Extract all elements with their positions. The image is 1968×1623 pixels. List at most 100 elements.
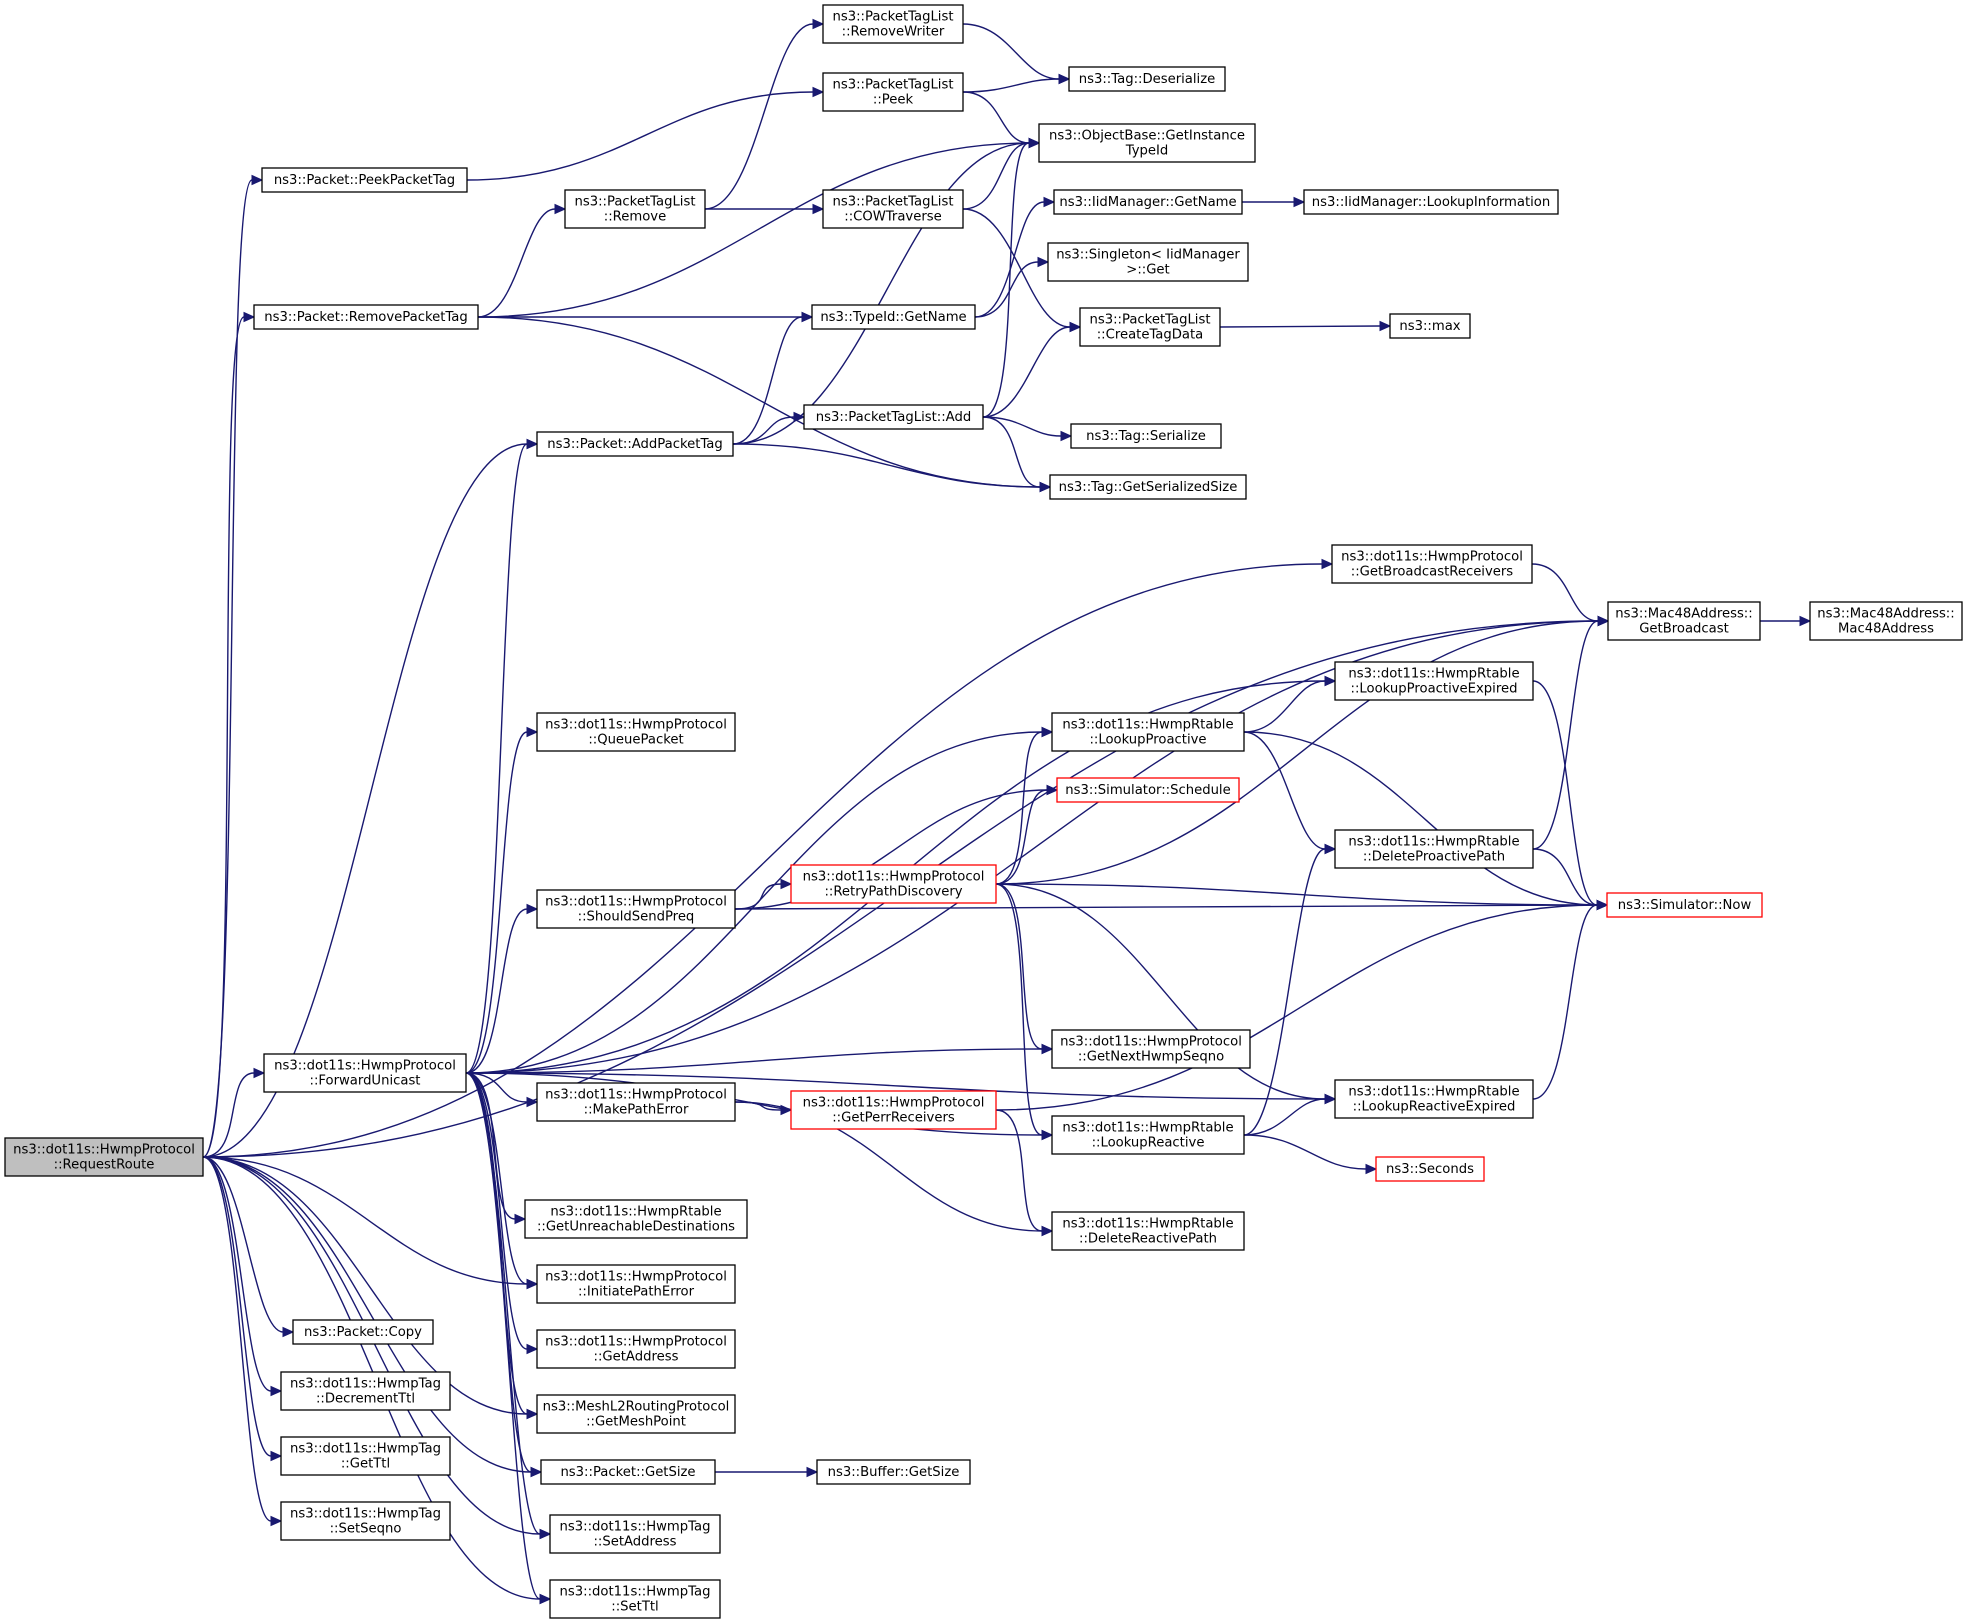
edge-line [962, 78, 1060, 93]
node-box [1051, 1115, 1245, 1155]
edge-line [1243, 731, 1598, 906]
edge-arrowhead [526, 1278, 539, 1290]
node-max[interactable]: ns3::max [1389, 313, 1471, 339]
node-label-line: ns3::dot11s::HwmpRtable [1348, 667, 1519, 682]
edge-arrowhead [251, 174, 264, 186]
node-schedule[interactable]: ns3::Simulator::Schedule [1056, 777, 1240, 803]
node-seconds[interactable]: ns3::Seconds [1375, 1156, 1485, 1182]
node-getAddress[interactable]: ns3::dot11s::HwmpProtocol::GetAddress [536, 1329, 736, 1369]
node-removeWriter[interactable]: ns3::PacketTagList::RemoveWriter [822, 4, 964, 44]
node-retryPathDiscovery[interactable]: ns3::dot11s::HwmpProtocol::RetryPathDisc… [790, 864, 997, 904]
node-box [1053, 189, 1243, 215]
node-tagDeserialize[interactable]: ns3::Tag::Deserialize [1068, 66, 1226, 92]
node-cowTraverse[interactable]: ns3::PacketTagList::COWTraverse [822, 189, 964, 229]
node-peek[interactable]: ns3::PacketTagList::Peek [822, 72, 964, 112]
node-setAddress[interactable]: ns3::dot11s::HwmpTag::SetAddress [549, 1514, 721, 1554]
node-getBroadcast[interactable]: ns3::Mac48Address::GetBroadcast [1607, 601, 1761, 641]
edge-arrowhead [1060, 430, 1073, 442]
node-label-line: ::RequestRoute [54, 1158, 155, 1173]
node-bufferGetSize[interactable]: ns3::Buffer::GetSize [816, 1459, 971, 1485]
node-removePacketTag[interactable]: ns3::Packet::RemovePacketTag [253, 304, 479, 330]
node-singletonGet[interactable]: ns3::Singleton< IidManager >::Get [1047, 242, 1249, 282]
node-box [1331, 544, 1533, 584]
node-box [803, 404, 984, 430]
edge-arrowhead [1321, 558, 1334, 570]
node-makePathError[interactable]: ns3::dot11s::HwmpProtocol::MakePathError [536, 1082, 736, 1122]
node-label-line: ns3::max [1399, 319, 1460, 334]
edge-line [1532, 620, 1599, 850]
node-box [564, 189, 706, 229]
node-box [1049, 474, 1247, 500]
node-box [280, 1371, 451, 1411]
node-mac48Address[interactable]: ns3::Mac48Address::Mac48Address [1809, 601, 1963, 641]
edge-lookupProactive-to-now [1243, 731, 1609, 911]
node-getBroadcastReceivers[interactable]: ns3::dot11s::HwmpProtocol::GetBroadcastR… [1331, 544, 1533, 584]
node-tagGetSerializedSize[interactable]: ns3::Tag::GetSerializedSize [1049, 474, 1247, 500]
node-label-line: ns3::Seconds [1386, 1162, 1474, 1177]
node-typeIdGetName[interactable]: ns3::TypeId::GetName [811, 304, 976, 330]
node-iidGetName[interactable]: ns3::IidManager::GetName [1053, 189, 1243, 215]
node-tagListAdd[interactable]: ns3::PacketTagList::Add [803, 404, 984, 430]
node-initiatePathError[interactable]: ns3::dot11s::HwmpProtocol::InitiatePathE… [536, 1264, 736, 1304]
node-label-line: ::GetPerrReceivers [832, 1111, 955, 1126]
node-label-line: ns3::Packet::GetSize [560, 1465, 695, 1480]
node-lookupInformation[interactable]: ns3::IidManager::LookupInformation [1303, 189, 1559, 215]
node-peekPacketTag[interactable]: ns3::Packet::PeekPacketTag [261, 167, 468, 193]
edge-arrowhead [526, 903, 539, 915]
edge-line [1243, 1134, 1367, 1170]
edge-line [962, 23, 1060, 80]
node-now[interactable]: ns3::Simulator::Now [1606, 892, 1763, 918]
edge-line [732, 416, 795, 445]
edge-tagListAdd-to-tagSerialize [982, 416, 1073, 442]
node-box [536, 431, 734, 457]
node-getNextHwmpSeqno[interactable]: ns3::dot11s::HwmpProtocol::GetNextHwmpSe… [1051, 1029, 1251, 1069]
node-lookupReactiveExpired[interactable]: ns3::dot11s::HwmpRtable::LookupReactiveE… [1334, 1079, 1534, 1119]
node-box [790, 1090, 997, 1130]
node-label-line: ::COWTraverse [844, 210, 941, 225]
node-box [1038, 123, 1256, 163]
node-label-line: ::RetryPathDiscovery [824, 885, 962, 900]
node-getTtl[interactable]: ns3::dot11s::HwmpTag::GetTtl [280, 1436, 451, 1476]
node-label-line: ns3::Tag::Deserialize [1079, 72, 1216, 87]
node-getMeshPoint[interactable]: ns3::MeshL2RoutingProtocol::GetMeshPoint [536, 1394, 736, 1434]
node-label-line: ns3::dot11s::HwmpRtable [1348, 1085, 1519, 1100]
node-tagSerialize[interactable]: ns3::Tag::Serialize [1070, 423, 1222, 449]
node-tagListRemove[interactable]: ns3::PacketTagList::Remove [564, 189, 706, 229]
node-deleteReactivePath[interactable]: ns3::dot11s::HwmpRtable::DeleteReactiveP… [1051, 1211, 1245, 1251]
node-deleteProactivePath[interactable]: ns3::dot11s::HwmpRtable::DeleteProactive… [1334, 829, 1534, 869]
edge-line [202, 443, 528, 1158]
node-label-line: TypeId [1125, 144, 1169, 159]
edge-arrowhead [270, 1385, 283, 1397]
node-decrementTtl[interactable]: ns3::dot11s::HwmpTag::DecrementTtl [280, 1371, 451, 1411]
node-label-line: >::Get [1126, 263, 1169, 278]
node-getPerrReceivers[interactable]: ns3::dot11s::HwmpProtocol::GetPerrReceiv… [790, 1090, 997, 1130]
edge-shouldSendPreq-to-retryPathDiscovery [734, 878, 793, 910]
node-getUnreachable[interactable]: ns3::dot11s::HwmpRtable::GetUnreachableD… [524, 1199, 748, 1239]
node-copy[interactable]: ns3::Packet::Copy [292, 1319, 434, 1345]
node-label-line: ns3::dot11s::HwmpRtable [1062, 1121, 1233, 1136]
edge-tagListRemove-to-cowTraverse [705, 203, 825, 215]
node-lookupReactive[interactable]: ns3::dot11s::HwmpRtable::LookupReactive [1051, 1115, 1245, 1155]
edge-root-to-getBroadcastReceivers [202, 558, 1334, 1158]
edge-line [202, 1156, 272, 1392]
node-setSeqno[interactable]: ns3::dot11s::HwmpTag::SetSeqno [280, 1501, 451, 1541]
node-createTagData[interactable]: ns3::PacketTagList::CreateTagData [1079, 307, 1221, 347]
edge-arrowhead [253, 1067, 266, 1079]
node-shouldSendPreq[interactable]: ns3::dot11s::HwmpProtocol::ShouldSendPre… [536, 889, 736, 929]
node-queuePacket[interactable]: ns3::dot11s::HwmpProtocol::QueuePacket [536, 712, 736, 752]
edge-tagListAdd-to-tagGetSerializedSize [982, 416, 1052, 493]
edge-arrowhead [1379, 320, 1392, 332]
edge-line [202, 1156, 528, 1285]
node-packetGetSize[interactable]: ns3::Packet::GetSize [540, 1459, 716, 1485]
node-lookupProactiveExpired[interactable]: ns3::dot11s::HwmpRtable::LookupProactive… [1334, 661, 1534, 701]
node-box [4, 1137, 204, 1177]
node-root[interactable]: ns3::dot11s::HwmpProtocol::RequestRoute [4, 1137, 204, 1177]
edge-arrowhead [243, 311, 256, 323]
node-setTtl[interactable]: ns3::dot11s::HwmpTag::SetTtl [549, 1579, 721, 1619]
node-addPacketTag[interactable]: ns3::Packet::AddPacketTag [536, 431, 734, 457]
node-label-line: GetBroadcast [1639, 622, 1729, 637]
node-forwardUnicast[interactable]: ns3::dot11s::HwmpProtocol::ForwardUnicas… [263, 1053, 467, 1093]
edge-line [465, 1072, 1326, 1100]
node-lookupProactive[interactable]: ns3::dot11s::HwmpRtable::LookupProactive [1051, 712, 1245, 752]
